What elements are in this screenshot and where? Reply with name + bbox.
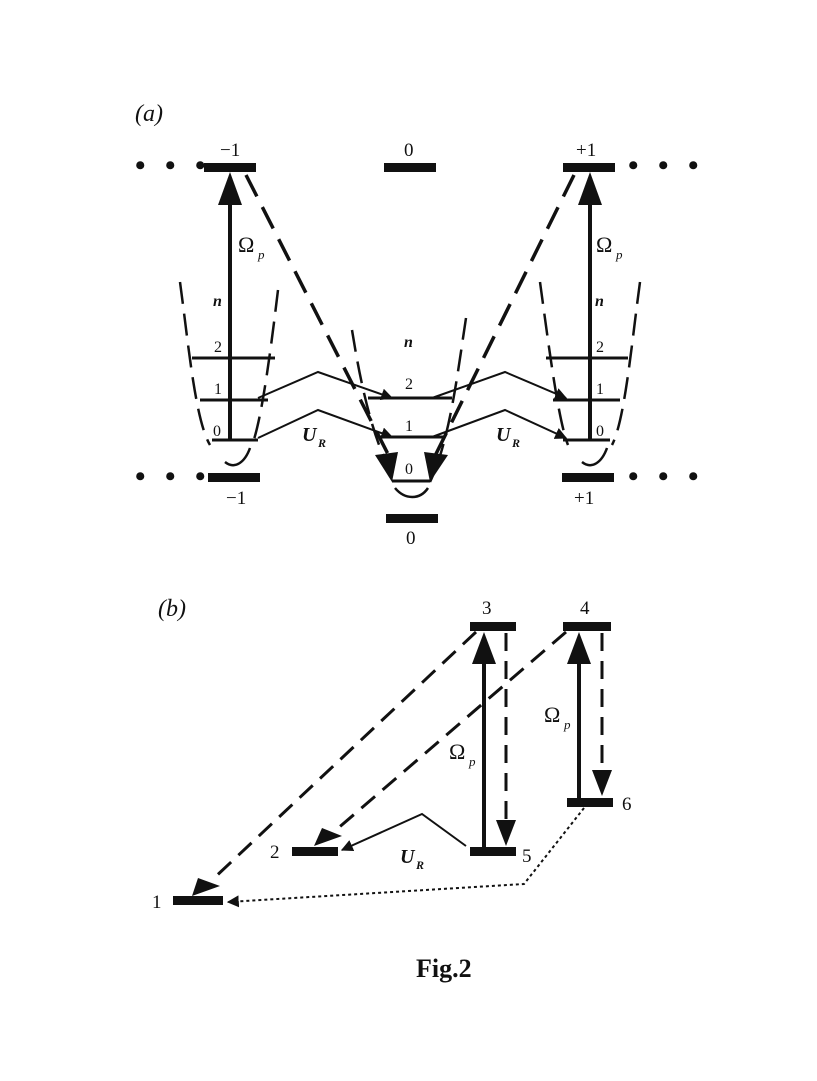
decay-arrows-a xyxy=(244,174,576,463)
upper-level-minus1 xyxy=(204,163,256,172)
level-3 xyxy=(470,622,516,631)
vib-right-2: 2 xyxy=(596,339,604,356)
omega-sub-b2: p xyxy=(563,717,571,732)
raman-arrows-a xyxy=(257,370,568,439)
upper-label-minus1: −1 xyxy=(220,140,240,161)
vib-left-1: 1 xyxy=(214,381,222,398)
ur-sub-b: R xyxy=(415,858,424,872)
ellipsis-bottom-left: • • • xyxy=(135,460,212,493)
potential-well-left xyxy=(178,281,280,467)
vib-center-n: n xyxy=(404,334,413,351)
level-1 xyxy=(173,896,223,905)
level-1-label: 1 xyxy=(152,892,162,913)
vib-levels-left xyxy=(192,356,275,442)
ur-label-left: U xyxy=(302,424,318,446)
vib-left-n: n xyxy=(213,293,222,310)
ur-sub-right: R xyxy=(511,436,520,450)
upper-level-plus1 xyxy=(563,163,615,172)
omega-label-b1: Ω xyxy=(449,739,465,764)
ellipsis-top-left: • • • xyxy=(135,149,212,182)
raman-arrow-b xyxy=(340,812,467,852)
level-4 xyxy=(563,622,611,631)
vib-left-0: 0 xyxy=(213,423,221,440)
level-5 xyxy=(470,847,516,856)
omega-sub-right: p xyxy=(615,247,623,262)
ellipsis-bottom-right: • • • xyxy=(628,460,705,493)
omega-label-b2: Ω xyxy=(544,702,560,727)
vib-right-1: 1 xyxy=(596,381,604,398)
level-3-label: 3 xyxy=(482,598,492,619)
ur-sub-left: R xyxy=(317,436,326,450)
omega-sub-left: p xyxy=(257,247,265,262)
omega-label-right: Ω xyxy=(596,232,612,257)
vib-right-0: 0 xyxy=(596,423,604,440)
lower-label-plus1: +1 xyxy=(574,488,594,509)
lower-level-0 xyxy=(386,514,438,523)
level-6 xyxy=(567,798,613,807)
omega-sub-b1: p xyxy=(468,754,476,769)
upper-level-0 xyxy=(384,163,436,172)
upper-label-0: 0 xyxy=(404,140,414,161)
decay-arrowhead-right xyxy=(424,452,448,482)
potential-well-right xyxy=(538,281,642,467)
vib-center-1: 1 xyxy=(405,418,413,435)
lower-level-minus1 xyxy=(208,473,260,482)
pump-arrows-a xyxy=(218,172,602,440)
decay-arrowhead-4-2 xyxy=(314,828,342,846)
level-2 xyxy=(292,847,338,856)
vib-levels-right xyxy=(546,356,628,442)
dotted-path-6-1 xyxy=(226,807,585,908)
vib-center-0: 0 xyxy=(405,461,413,478)
decay-arrowhead-3-1 xyxy=(192,878,220,896)
lower-label-0: 0 xyxy=(406,528,416,549)
level-4-label: 4 xyxy=(580,598,590,619)
upper-label-plus1: +1 xyxy=(576,140,596,161)
vib-left-2: 2 xyxy=(214,339,222,356)
level-6-label: 6 xyxy=(622,794,632,815)
level-2-label: 2 xyxy=(270,842,280,863)
ellipsis-top-right: • • • xyxy=(628,149,705,182)
figure-caption: Fig.2 xyxy=(416,954,472,983)
lower-label-minus1: −1 xyxy=(226,488,246,509)
decay-arrowhead-3-5 xyxy=(496,820,516,846)
decay-arrows-b xyxy=(210,630,604,882)
ur-label-b: U xyxy=(400,846,416,868)
lower-level-plus1 xyxy=(562,473,614,482)
panel-a-label: (a) xyxy=(135,101,163,127)
panel-b-label: (b) xyxy=(158,596,186,622)
omega-label-left: Ω xyxy=(238,232,254,257)
pump-arrows-b xyxy=(472,632,591,848)
level-5-label: 5 xyxy=(522,846,532,867)
ur-label-right: U xyxy=(496,424,512,446)
vib-right-n: n xyxy=(595,293,604,310)
decay-arrowhead-left xyxy=(375,452,398,482)
vib-center-2: 2 xyxy=(405,376,413,393)
decay-arrowhead-4-6 xyxy=(592,770,612,796)
